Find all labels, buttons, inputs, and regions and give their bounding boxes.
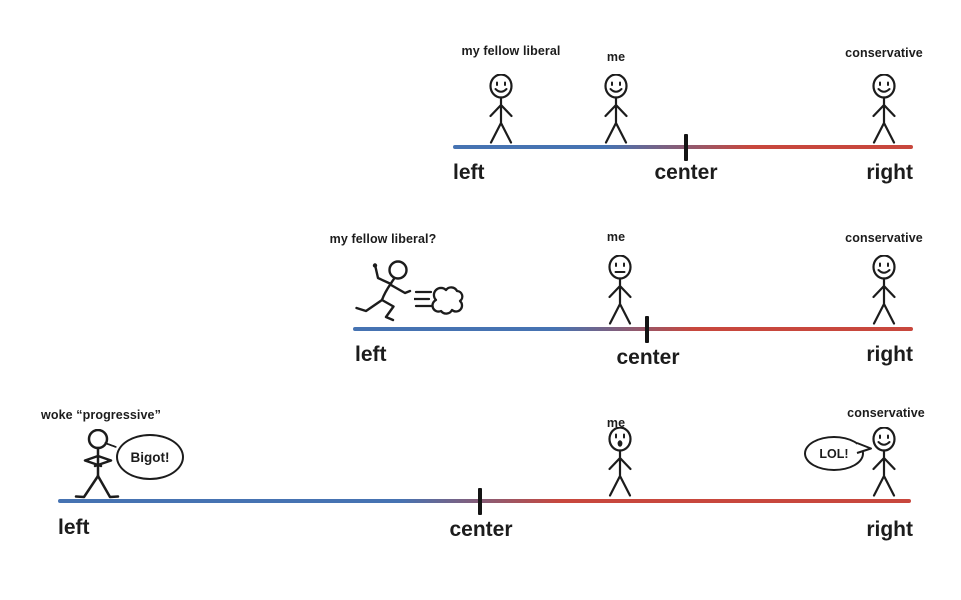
figure-label-me: me (606, 416, 626, 430)
figure-label-liberal: my fellow liberal (461, 44, 561, 58)
speech-bubble-lol: LOL! (804, 436, 864, 471)
speech-dash (104, 441, 117, 449)
figure-label-liberal: my fellow liberal? (329, 232, 437, 246)
figure-label-me: me (606, 230, 626, 244)
me-stick-figure-smiley-icon (604, 74, 628, 144)
axis-label-right: right (866, 518, 913, 541)
speech-bubble-text: LOL! (819, 446, 849, 461)
conservative-stick-figure-smiley-icon (872, 255, 896, 325)
speech-bubble-tail-icon (856, 442, 872, 454)
axis-label-left: left (453, 161, 485, 184)
conservative-stick-figure-smiley-icon (872, 427, 896, 497)
center-tick (478, 488, 482, 515)
conservative-stick-figure-smiley-icon (872, 74, 896, 144)
me-stick-figure-neutral-icon (608, 255, 632, 325)
axis-label-center: center (654, 161, 718, 184)
speech-bubble-bigot: Bigot! (116, 434, 184, 480)
axis-label-right: right (866, 161, 913, 184)
center-tick (684, 134, 688, 161)
arms-crossed-stick-figure-icon (74, 429, 120, 499)
figure-label-progressive: woke “progressive” (41, 408, 161, 422)
figure-label-conservative: conservative (845, 231, 923, 245)
political-spectrum-line (353, 327, 913, 331)
axis-label-center: center (449, 518, 513, 541)
figure-label-conservative: conservative (845, 46, 923, 60)
political-spectrum-line (58, 499, 911, 503)
running-away-stick-figure-icon (355, 260, 412, 322)
me-stick-figure-shocked-icon (608, 427, 632, 497)
speech-bubble-text: Bigot! (130, 449, 170, 465)
political-spectrum-line (453, 145, 913, 149)
figure-label-conservative: conservative (847, 406, 925, 420)
liberal-stick-figure-smiley-icon (489, 74, 513, 144)
axis-label-center: center (616, 346, 680, 369)
smoke-puff-icon (414, 286, 464, 315)
axis-label-left: left (355, 343, 387, 366)
axis-label-left: left (58, 516, 90, 539)
center-tick (645, 316, 649, 343)
axis-label-right: right (866, 343, 913, 366)
figure-label-me: me (606, 50, 626, 64)
